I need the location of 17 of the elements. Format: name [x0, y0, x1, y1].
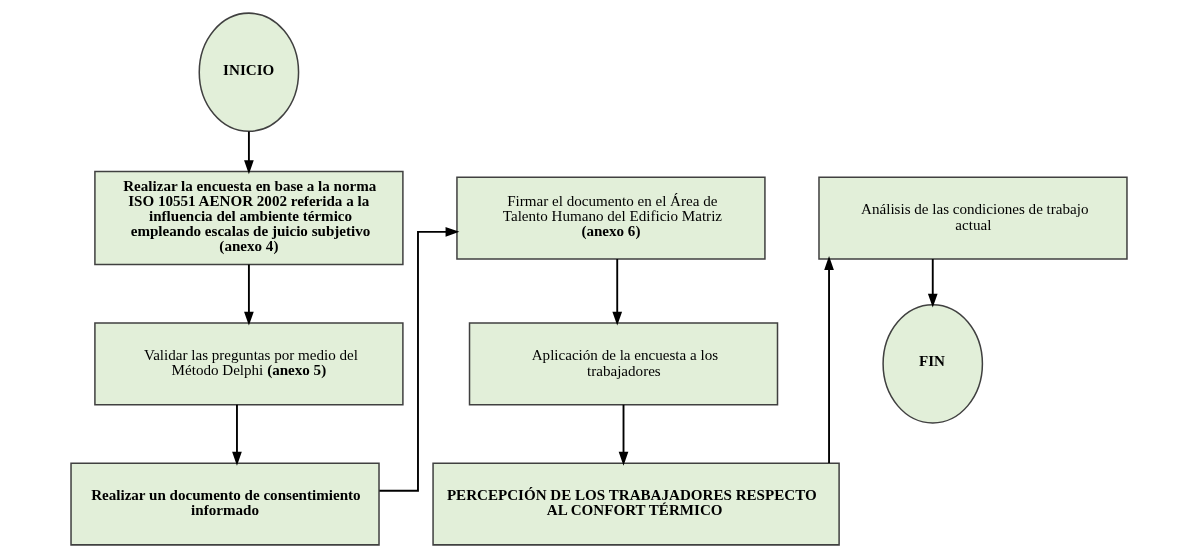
node-box: PERCEPCIÓN DE LOS TRABAJADORES RESPECTO AL CONFORT TÉRMICO [431, 462, 840, 546]
arrow [231, 403, 242, 466]
arrow [611, 258, 622, 326]
arrow [823, 256, 834, 464]
node-box: Firmar el documento en el Área de Talento Humano del Edificio Matriz (anexo 6) [455, 176, 766, 260]
arrow [243, 263, 254, 326]
node-box: Validar las preguntas por medio del Método Delphi (anexo 5) [93, 322, 404, 406]
arrow [618, 403, 628, 466]
node-box: Realizar la encuesta en base a la norma ISO 10551 AENOR 2002 referida a la influencia del ambiente térmico empleando escalas de juicio subjetivo (anexo 4) [93, 170, 404, 266]
arrow [377, 227, 459, 492]
arrow [243, 130, 254, 175]
arrow [927, 258, 938, 308]
node-box: Realizar un documento de consentimiento informado [69, 462, 380, 546]
node-ellipse: FIN [881, 304, 983, 424]
node-box: Análisis de las condiciones de trabajo actual [817, 176, 1128, 260]
node-ellipse: INICIO [198, 12, 299, 133]
node-box: Aplicación de la encuesta a los trabajadores [468, 322, 778, 406]
